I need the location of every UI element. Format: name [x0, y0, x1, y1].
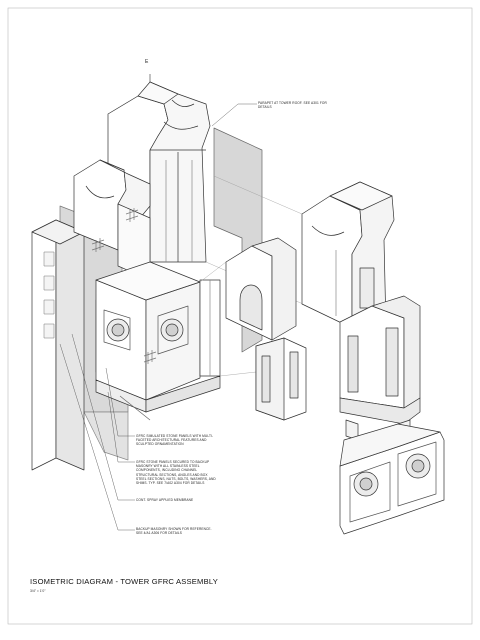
note-parapet: PARAPET AT TOWER ROOF. SEE A301 FOR DETA… [258, 101, 327, 110]
note-backup-masonry: BACKUP MASONRY SHOWN FOR REFERENCE. SEE … [136, 527, 212, 536]
sheet-title: ISOMETRIC DIAGRAM - TOWER GFRC ASSEMBLY [30, 577, 218, 586]
ornamented-panels [95, 261, 221, 401]
exploded-window-arch [225, 237, 307, 421]
sheet-scale: 3/4" = 1'0" [30, 589, 46, 593]
exploded-components [199, 175, 445, 535]
exploded-cornice-upper [301, 181, 395, 329]
exploded-ornament-panel [339, 423, 445, 535]
north-marker: E [145, 59, 149, 65]
mid-cornice [73, 159, 151, 281]
backup-masonry-wall [31, 219, 85, 471]
note-stone-anchors: GFRC STONE PANELS SECURED TO BACKUP MASO… [136, 460, 216, 486]
sheet-border [7, 7, 473, 625]
note-gfrc-panels: GFRC SIMULATED STONE PANELS WITH MULTI-F… [136, 434, 214, 447]
exploded-window-unit [339, 295, 421, 445]
steel-anchors [91, 208, 157, 364]
leader-lines [59, 103, 257, 531]
base-course [95, 375, 221, 421]
note-membrane: CONT. SPRAY APPLIED MEMBRANE [136, 498, 194, 502]
